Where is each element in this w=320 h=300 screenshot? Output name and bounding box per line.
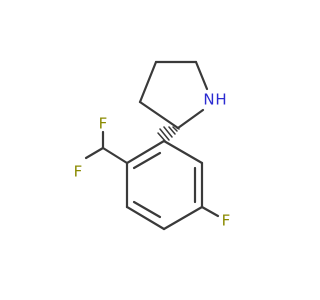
bond-n-c2 xyxy=(176,108,205,130)
bond-ar5-f xyxy=(200,205,220,218)
bond-ar2-chf2 xyxy=(101,146,129,165)
benzene-ring xyxy=(125,139,204,231)
nitrogen-label: N xyxy=(203,91,214,109)
bond-ar4-ar5 xyxy=(162,205,204,231)
bond-ar6-ar1 xyxy=(162,139,204,165)
bond-ar3-ar4 xyxy=(125,205,166,231)
pyrrolidine-ring xyxy=(138,60,209,130)
fluorine-ring-label: F xyxy=(222,212,231,230)
double-bond-inner-2 xyxy=(132,200,162,219)
bond-chf2-f-left xyxy=(84,146,105,160)
bond-ar1-ar2 xyxy=(125,139,166,165)
molecule-structure: N H F F F xyxy=(73,60,231,231)
atom-labels: N H F F F xyxy=(74,91,231,230)
fluorine-left-label: F xyxy=(74,163,83,181)
bond-c2-c3 xyxy=(138,100,180,130)
hashed-wedge-bond xyxy=(157,126,180,143)
nitrogen-hydrogen-label: H xyxy=(215,91,226,109)
fluorine-top-label: F xyxy=(99,115,108,133)
bond-c3-c4 xyxy=(138,60,158,104)
double-bond-inner-1 xyxy=(132,151,162,170)
substituent-bonds xyxy=(84,130,220,218)
bond-c5-n xyxy=(194,60,209,91)
